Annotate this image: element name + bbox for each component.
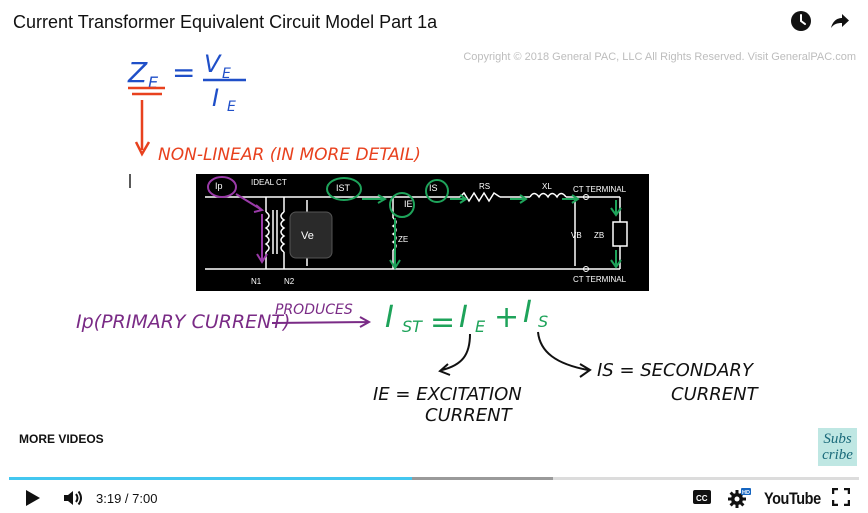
more-videos-button[interactable]: MORE VIDEOS [19, 432, 104, 446]
secondary-line2: CURRENT [671, 384, 760, 405]
xl-label: XL [542, 182, 552, 191]
formula-denominator-sub: E [227, 99, 236, 115]
eq-equals: = [430, 305, 455, 340]
formula-denominator: I [212, 84, 219, 112]
excitation-line1: IE = EXCITATION [373, 384, 522, 405]
formula-equals: = [172, 56, 195, 89]
n2-label: N2 [284, 277, 295, 286]
eq-is-sub: S [538, 312, 548, 331]
eq-ie-sub: E [475, 317, 486, 336]
svg-text:CC: CC [696, 494, 708, 503]
eq-ist-sub: ST [402, 317, 423, 336]
top-actions [790, 10, 850, 32]
eq-ist: I [385, 300, 394, 335]
youtube-logo[interactable]: YouTube [764, 489, 821, 508]
formula-numerator-sub: E [222, 66, 231, 82]
vb-label: VB [571, 231, 582, 240]
player-controls: 3:19 / 7:00 CC HD YouTube [0, 484, 868, 512]
settings-gear-icon[interactable]: HD [727, 488, 751, 513]
copyright-notice: Copyright © 2018 General PAC, LLC All Ri… [463, 51, 856, 63]
captions-icon[interactable]: CC [692, 488, 712, 511]
ie-label: IE [404, 199, 413, 209]
excitation-line2: CURRENT [425, 405, 514, 426]
zb-label: ZB [594, 231, 604, 240]
secondary-line1: IS = SECONDARY [597, 360, 755, 381]
eq-ie: I [459, 300, 468, 335]
fullscreen-icon[interactable] [831, 487, 851, 511]
subscribe-line2: cribe [822, 447, 853, 463]
whiteboard: Z E = V E I E NON-LINEAR (IN MORE DETAIL… [76, 50, 760, 426]
progress-bar[interactable] [9, 477, 859, 480]
progress-played [9, 477, 412, 480]
ideal-ct-label: IDEAL CT [251, 178, 287, 187]
subscribe-line1: Subs [823, 431, 852, 447]
volume-icon[interactable] [62, 488, 84, 513]
clock-icon[interactable] [790, 10, 812, 32]
ct-terminal-top-label: CT TERMINAL [573, 185, 627, 194]
video-title[interactable]: Current Transformer Equivalent Circuit M… [13, 12, 438, 32]
play-icon[interactable] [24, 488, 42, 513]
formula-lhs: Z [127, 56, 148, 89]
is-label: IS [429, 183, 438, 193]
nonlinear-note: NON-LINEAR (IN MORE DETAIL) [158, 145, 421, 165]
ze-label: ZE [398, 235, 408, 244]
subscribe-button[interactable]: Subs cribe [818, 428, 857, 466]
ist-label: IST [336, 183, 351, 193]
time-display: 3:19 / 7:00 [96, 491, 158, 506]
eq-plus: + [494, 300, 519, 335]
svg-text:HD: HD [742, 490, 750, 496]
formula-lhs-sub: E [148, 73, 159, 92]
ve-label: Ve [301, 230, 314, 242]
formula-numerator: V [204, 50, 222, 78]
primary-current-label: Ip(PRIMARY CURRENT) [76, 311, 290, 333]
rs-label: RS [479, 182, 490, 191]
ct-equivalent-circuit: Ip IDEAL CT IST IS RS XL CT TERMINAL IE … [196, 174, 649, 291]
produces-label: PRODUCES [275, 302, 353, 318]
ct-terminal-bottom-label: CT TERMINAL [573, 275, 627, 284]
n1-label: N1 [251, 277, 262, 286]
eq-is: I [523, 295, 532, 330]
share-icon[interactable] [828, 10, 850, 32]
ip-label: Ip [215, 181, 223, 191]
